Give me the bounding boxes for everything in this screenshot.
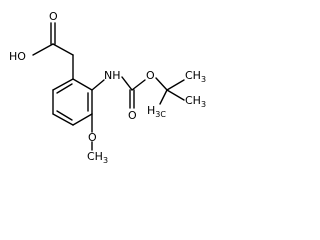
ring-bond-3 [72,113,93,126]
tbu-right-sub: 3 [201,100,206,109]
ring-bond-4 [52,113,74,126]
methoxy-o-label: O [88,131,97,144]
tbu-top-ch: CH [185,69,201,82]
tbu-ch3-left-label: H3C [147,104,166,119]
tbu-top-sub: 3 [201,75,206,84]
ring-bond-6 [52,78,74,91]
carbamate-o-double-label: O [128,109,137,122]
tbu-left-h: H [147,104,155,117]
amide-nh-label: NH [104,69,121,82]
n-c-bond [121,76,133,91]
carboxyl-oh-label: HO [9,50,26,63]
c-o-ester-bond [131,79,146,91]
ring-double-2 [56,110,73,121]
carboxyl-oh-bond [32,43,54,56]
tbu-up-bond [166,79,185,91]
carbamate-o-ester-label: O [146,69,155,82]
chemical-structure-diagram: O HO NH O O O CH3 CH3 H3C CH3 [9,10,206,165]
atom-labels: O HO NH O O O CH3 CH3 H3C CH3 [9,10,206,165]
carboxyl-o-label: O [49,10,58,23]
ring-double-3 [56,83,73,94]
tbu-right-ch: CH [185,94,201,107]
tbu-left-prefix: 3C [155,110,166,119]
bonds [32,22,185,151]
methyl-sub: 3 [103,156,108,165]
tbu-ch3-right-label: CH3 [185,94,206,109]
ring-bond-1 [72,78,93,91]
carboxyl-c-bond [52,43,74,56]
tbu-right-bond [166,89,185,101]
tbu-ch3-top-label: CH3 [185,69,206,84]
tbu-down-bond [159,89,168,105]
methyl-label: CH3 [87,150,108,165]
o-tbu-bond [155,77,168,91]
c-n-bond [91,79,105,91]
methyl-ch: CH [87,150,103,163]
